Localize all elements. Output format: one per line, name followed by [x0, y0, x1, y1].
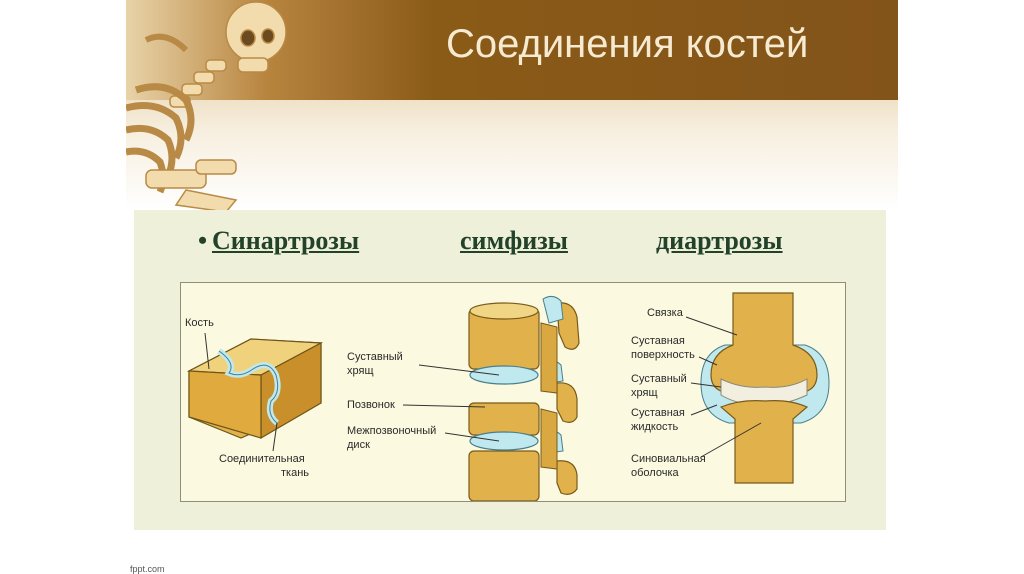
label-connective-tissue-1: Соединительная — [219, 453, 305, 466]
label-synovial-fluid-1: Суставная — [631, 407, 685, 420]
label-synovial-membrane-1: Синовиальная — [631, 453, 706, 466]
label-synovial-membrane-2: оболочка — [631, 467, 679, 480]
term-symphyses: симфизы — [460, 226, 568, 256]
label-synovial-fluid-2: жидкость — [631, 421, 678, 434]
slide: Соединения костей • Синартрозы симфизы д… — [126, 0, 898, 574]
synarthrosis-illustration — [189, 333, 321, 451]
label-joint-cartilage-1: Суставный — [631, 373, 687, 386]
slide-title: Соединения костей — [446, 22, 808, 67]
label-intervertebral-disc-1: Межпозвоночный — [347, 425, 436, 438]
label-articular-surface-1: Суставная — [631, 335, 685, 348]
skeleton-illustration — [126, 0, 356, 215]
diarthrosis-illustration — [686, 293, 829, 483]
label-joint-cartilage-2: хрящ — [631, 387, 658, 400]
term-diarthroses: диартрозы — [656, 226, 783, 256]
term-synarthroses: Синартрозы — [212, 226, 359, 256]
label-articular-surface-2: поверхность — [631, 349, 695, 362]
label-bone: Кость — [185, 317, 214, 330]
label-articular-cartilage-1: Суставный — [347, 351, 403, 364]
label-vertebra: Позвонок — [347, 399, 395, 412]
bullet-dot: • — [198, 226, 207, 256]
diagram-box: Кость Соединительная ткань Суставный хря… — [180, 282, 846, 502]
footer-credit: fppt.com — [130, 564, 165, 574]
label-articular-cartilage-2: хрящ — [347, 365, 374, 378]
symphysis-illustration — [403, 296, 579, 501]
label-intervertebral-disc-2: диск — [347, 439, 370, 452]
label-connective-tissue-2: ткань — [281, 467, 309, 480]
label-ligament: Связка — [647, 307, 683, 320]
